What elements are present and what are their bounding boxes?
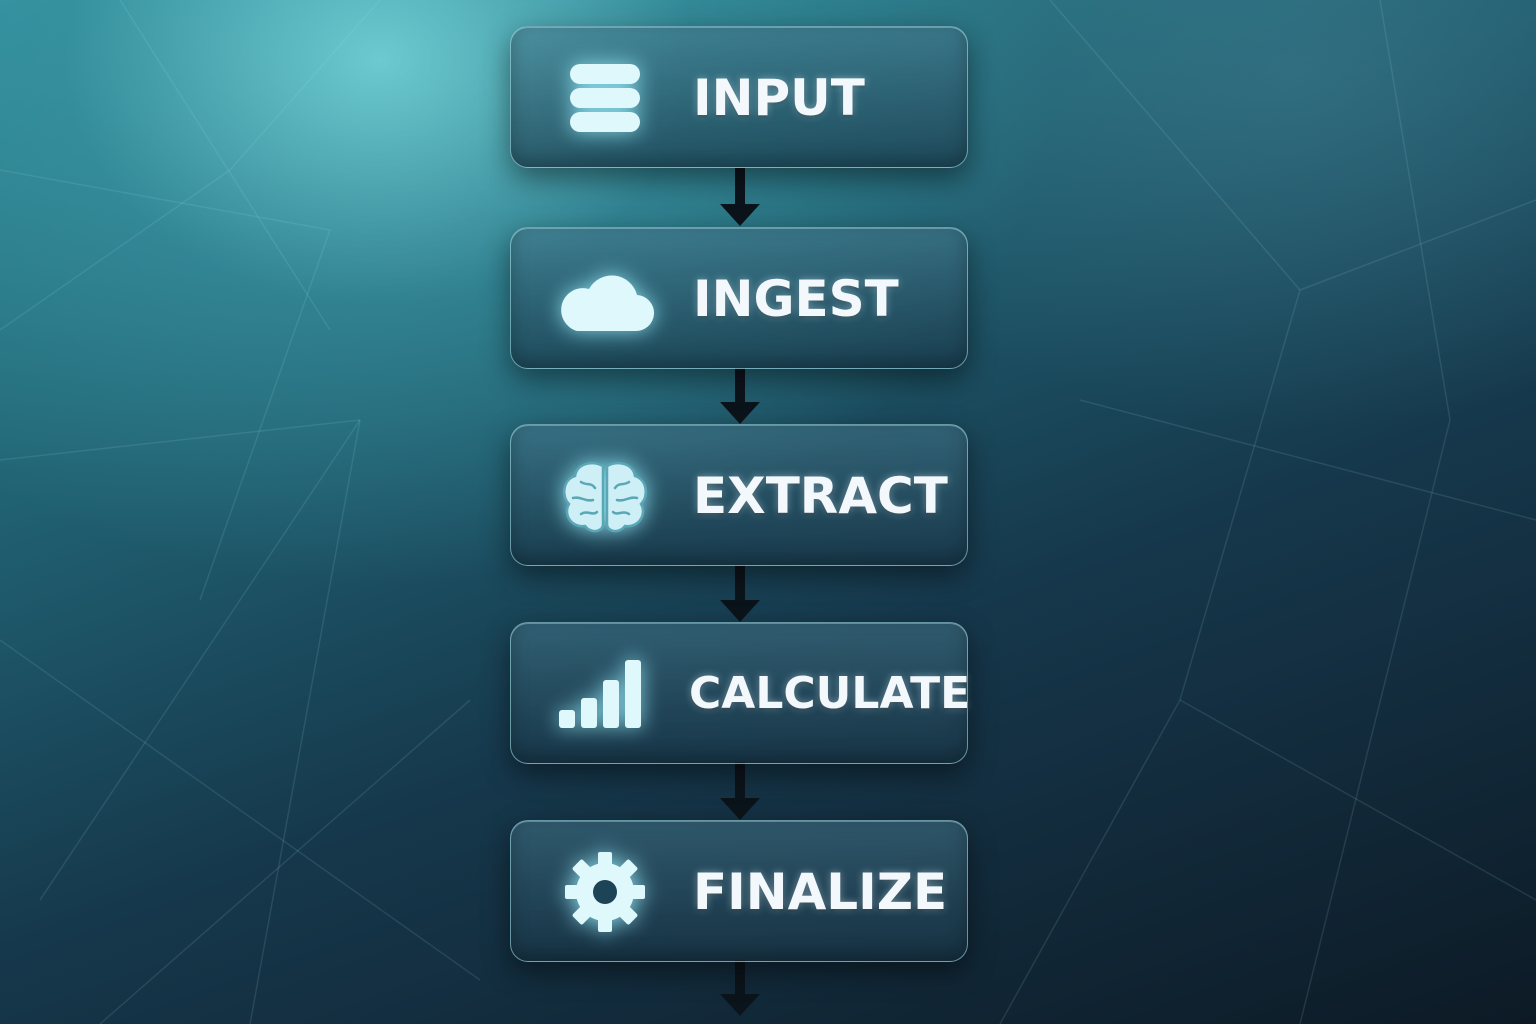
- flow-arrow: [720, 960, 760, 1016]
- brain-icon: [555, 456, 655, 536]
- step-calculate[interactable]: CALCULATE: [510, 622, 971, 764]
- flow-arrow: [720, 368, 760, 424]
- step-ingest[interactable]: INGEST: [510, 227, 968, 369]
- step-label: INPUT: [693, 69, 865, 127]
- bar-chart-icon: [555, 654, 655, 734]
- step-label: FINALIZE: [693, 863, 948, 921]
- flow-arrow: [720, 565, 760, 622]
- flow-arrow: [720, 168, 760, 226]
- step-input[interactable]: INPUT: [510, 26, 968, 168]
- step-label: EXTRACT: [693, 467, 948, 525]
- step-extract[interactable]: EXTRACT: [510, 424, 968, 566]
- step-label: INGEST: [693, 270, 899, 328]
- step-label: CALCULATE: [689, 668, 971, 719]
- step-finalize[interactable]: FINALIZE: [510, 820, 968, 962]
- database-icon: [555, 58, 655, 138]
- gear-icon: [555, 852, 655, 932]
- cloud-icon: [555, 259, 655, 339]
- flow-arrow: [720, 762, 760, 820]
